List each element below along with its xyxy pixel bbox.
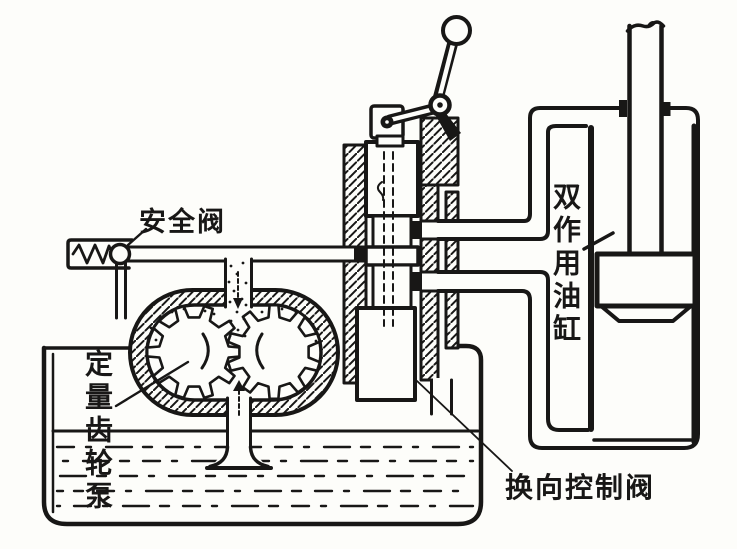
- pipe-b-inner: [436, 270, 590, 432]
- double-acting-cylinder: [588, 20, 698, 445]
- leader-gear-pump: [114, 360, 190, 408]
- pipe-b-outer: [436, 106, 700, 450]
- inlet-seal-black: [354, 247, 367, 261]
- spool-stem: [375, 134, 405, 148]
- piston-seal: [599, 304, 693, 323]
- lever-handle-inner: [437, 43, 455, 100]
- rod-break-edge: [625, 20, 666, 33]
- pipe-a-inner: [436, 124, 588, 241]
- strainer-flare-l: [208, 445, 230, 469]
- label-gear-pump: 定量齿轮泵: [82, 349, 113, 514]
- tank-outline: [41, 343, 484, 527]
- spring-housing: [66, 238, 134, 270]
- piston: [594, 251, 698, 309]
- label-double-acting-cylinder: 双作用油缸: [550, 182, 581, 347]
- cylinder-piping: [436, 106, 700, 450]
- clevis-pin-hole: [385, 120, 389, 124]
- valve-body-ro-3: [444, 289, 460, 350]
- oil-level-dashes: [55, 445, 475, 508]
- return-channel-mask: [433, 378, 450, 415]
- lever-link-inner: [389, 106, 439, 122]
- valve-body-ri-2: [419, 237, 440, 274]
- valve-body-ro-1: [444, 190, 460, 223]
- oil-tank: [41, 343, 484, 527]
- rod-gland-left: [619, 100, 627, 117]
- leader-control-valve: [416, 380, 513, 472]
- leader-relief-valve: [126, 227, 148, 247]
- gear-right-center-mark: [255, 332, 265, 370]
- directional-control-valve: [342, 116, 460, 416]
- leader-cylinder: [582, 231, 615, 251]
- port-a-seal-black: [410, 221, 422, 239]
- discharge-cut: [227, 287, 251, 308]
- rod-break-squiggle: [647, 21, 657, 27]
- pipe-a-outer: [436, 106, 622, 223]
- valve-body-ro-2: [444, 237, 460, 274]
- relief-spring: [71, 243, 116, 265]
- valve-body-ri-3: [419, 289, 440, 382]
- port-b-seal-black: [410, 272, 422, 291]
- suction-flow-arrow: [233, 380, 245, 391]
- discharge-flow-arrow: [233, 298, 243, 309]
- leader-lines: [114, 227, 615, 472]
- lever-lower-arm: [436, 112, 461, 141]
- lever-knob: [441, 15, 472, 46]
- suction-mask: [229, 396, 250, 449]
- spool-lower-land: [355, 306, 417, 402]
- pressure-line: [124, 245, 370, 263]
- lever-pivot-pin: [437, 102, 443, 108]
- spool-mark: [376, 181, 385, 201]
- pump-gear-left: [145, 304, 243, 400]
- valve-body-ri-1: [419, 183, 440, 223]
- hand-lever: [369, 15, 472, 148]
- relief-ball: [108, 242, 132, 266]
- gear-left-center-mark: [200, 332, 210, 370]
- gear-pump: [128, 257, 340, 470]
- label-directional-control-valve: 换向控制阀: [505, 472, 656, 503]
- strainer-flare-r: [248, 445, 270, 469]
- rod-gland-right: [663, 102, 671, 116]
- label-relief-valve: 安全阀: [139, 207, 226, 237]
- valve-body-left-upper: [342, 143, 368, 249]
- pump-gear-right: [226, 303, 322, 401]
- relief-valve: [66, 238, 134, 320]
- valve-spool: [355, 140, 420, 402]
